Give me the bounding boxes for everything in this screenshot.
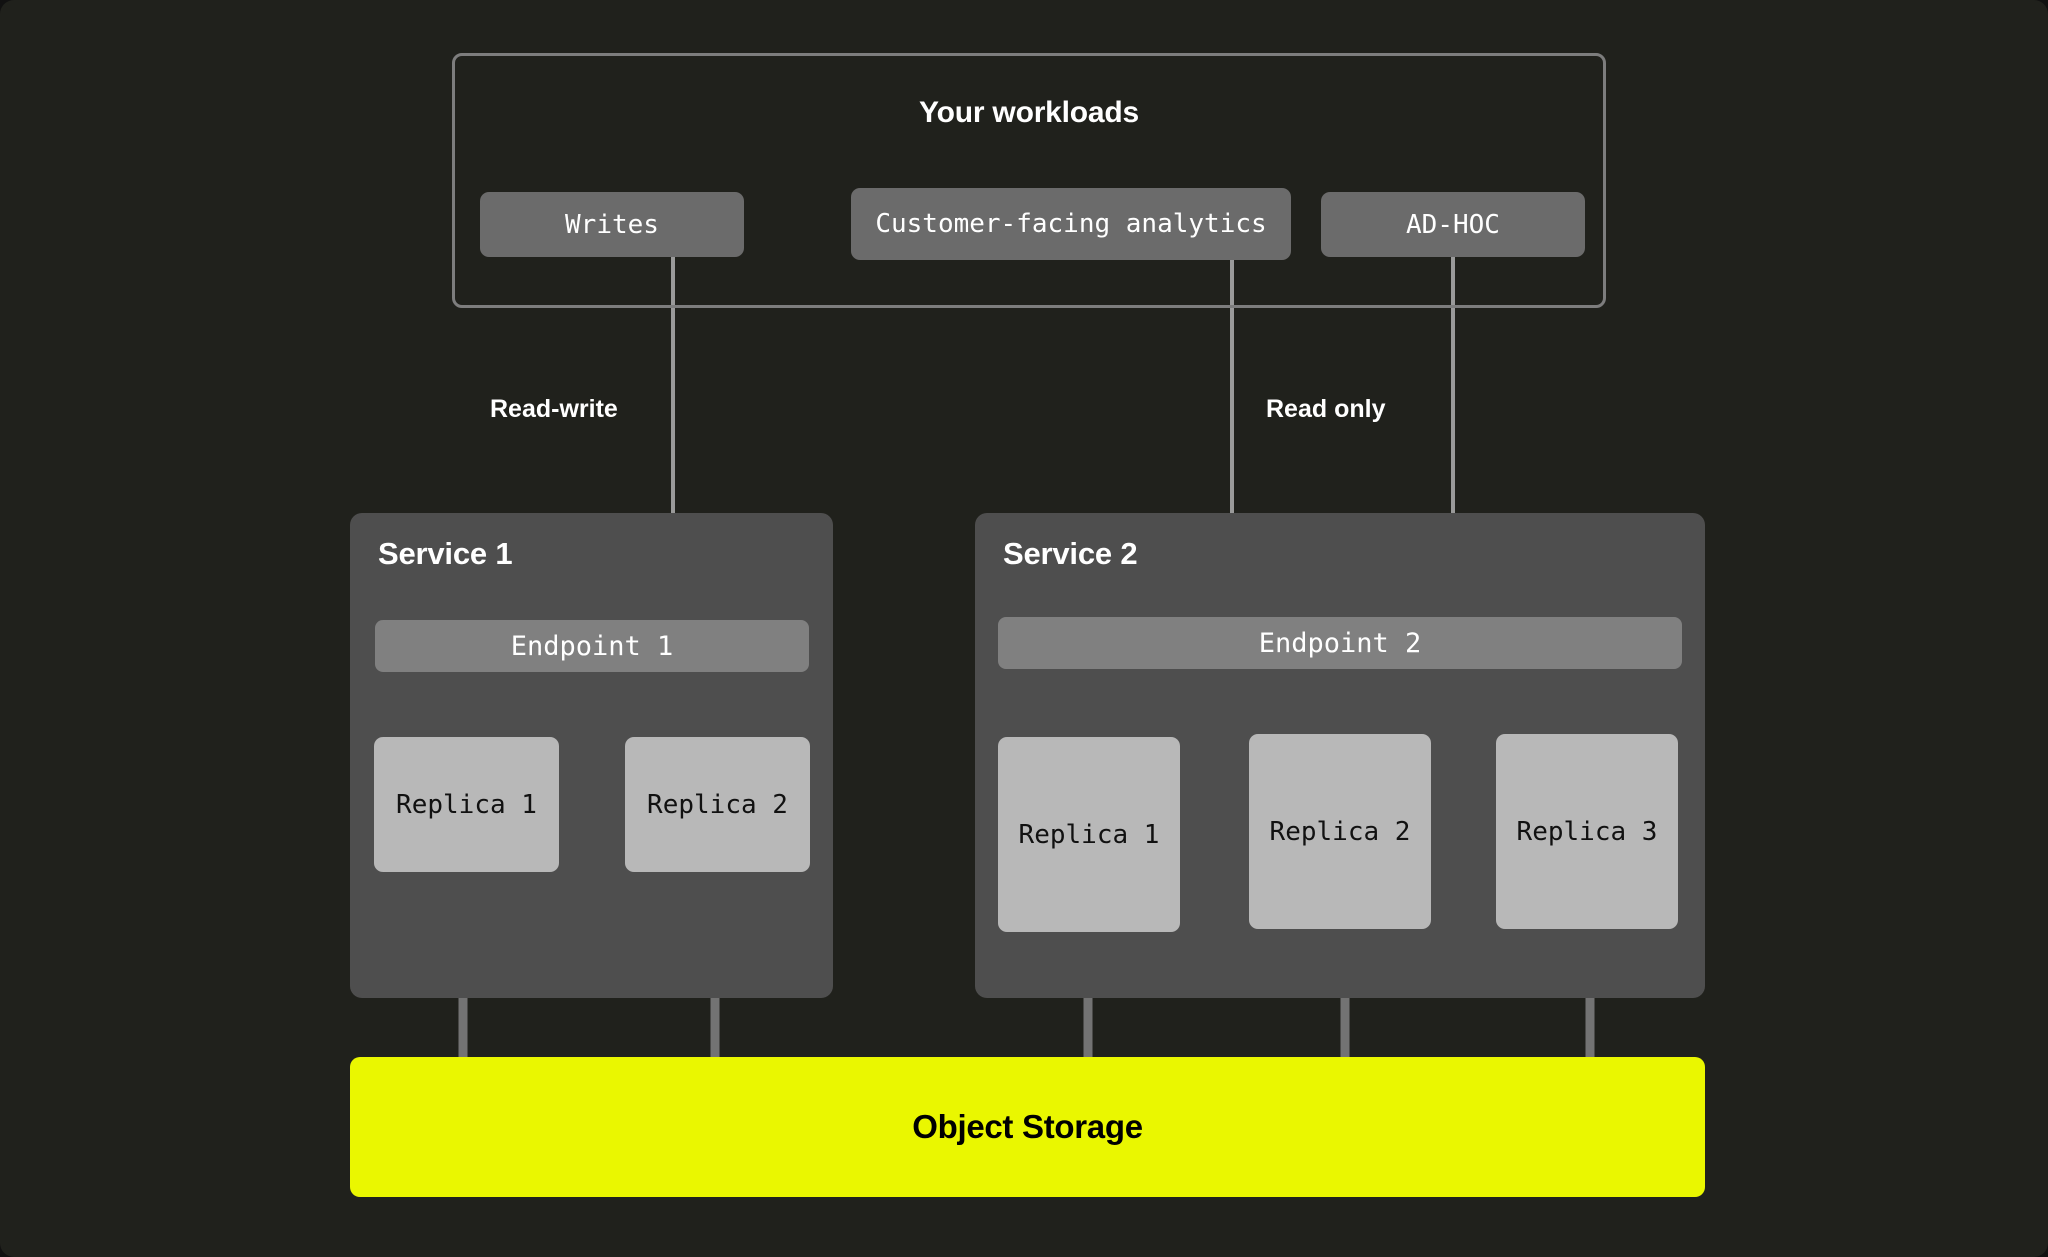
workloads-container: Your workloads xyxy=(452,53,1606,308)
service-2-replica-3-label: Replica 3 xyxy=(1516,816,1658,847)
service-2-replica-1[interactable]: Replica 1 xyxy=(998,737,1180,932)
service-1-replica-2[interactable]: Replica 2 xyxy=(625,737,810,872)
workload-chip-adhoc-label: AD-HOC xyxy=(1406,209,1500,240)
service-2-replica-2-label: Replica 2 xyxy=(1269,816,1411,847)
service-1-replica-1[interactable]: Replica 1 xyxy=(374,737,559,872)
flow-label-read-only: Read only xyxy=(1266,395,1386,423)
service-2-endpoint-label: Endpoint 2 xyxy=(1258,627,1422,659)
service-1-replica-1-label: Replica 1 xyxy=(396,789,537,820)
workload-chip-analytics[interactable]: Customer-facing analytics xyxy=(851,188,1291,260)
object-storage-bar[interactable]: Object Storage xyxy=(350,1057,1705,1197)
object-storage-label: Object Storage xyxy=(912,1108,1143,1145)
workload-chip-adhoc[interactable]: AD-HOC xyxy=(1321,192,1585,257)
flow-label-read-write: Read-write xyxy=(490,395,618,423)
service-2-replica-2[interactable]: Replica 2 xyxy=(1249,734,1431,929)
service-1-endpoint-label: Endpoint 1 xyxy=(510,630,674,662)
workload-chip-analytics-label: Customer-facing analytics xyxy=(875,209,1267,239)
service-2-replica-3[interactable]: Replica 3 xyxy=(1496,734,1678,929)
service-2-endpoint[interactable]: Endpoint 2 xyxy=(998,617,1682,669)
service-2-title: Service 2 xyxy=(1003,536,1138,571)
workload-chip-writes-label: Writes xyxy=(565,209,659,240)
workload-chip-writes[interactable]: Writes xyxy=(480,192,744,257)
workloads-title: Your workloads xyxy=(918,96,1140,129)
service-1-endpoint[interactable]: Endpoint 1 xyxy=(375,620,809,672)
service-2-replica-1-label: Replica 1 xyxy=(1018,819,1160,850)
service-1-title: Service 1 xyxy=(378,536,513,571)
service-1-replica-2-label: Replica 2 xyxy=(647,789,788,820)
